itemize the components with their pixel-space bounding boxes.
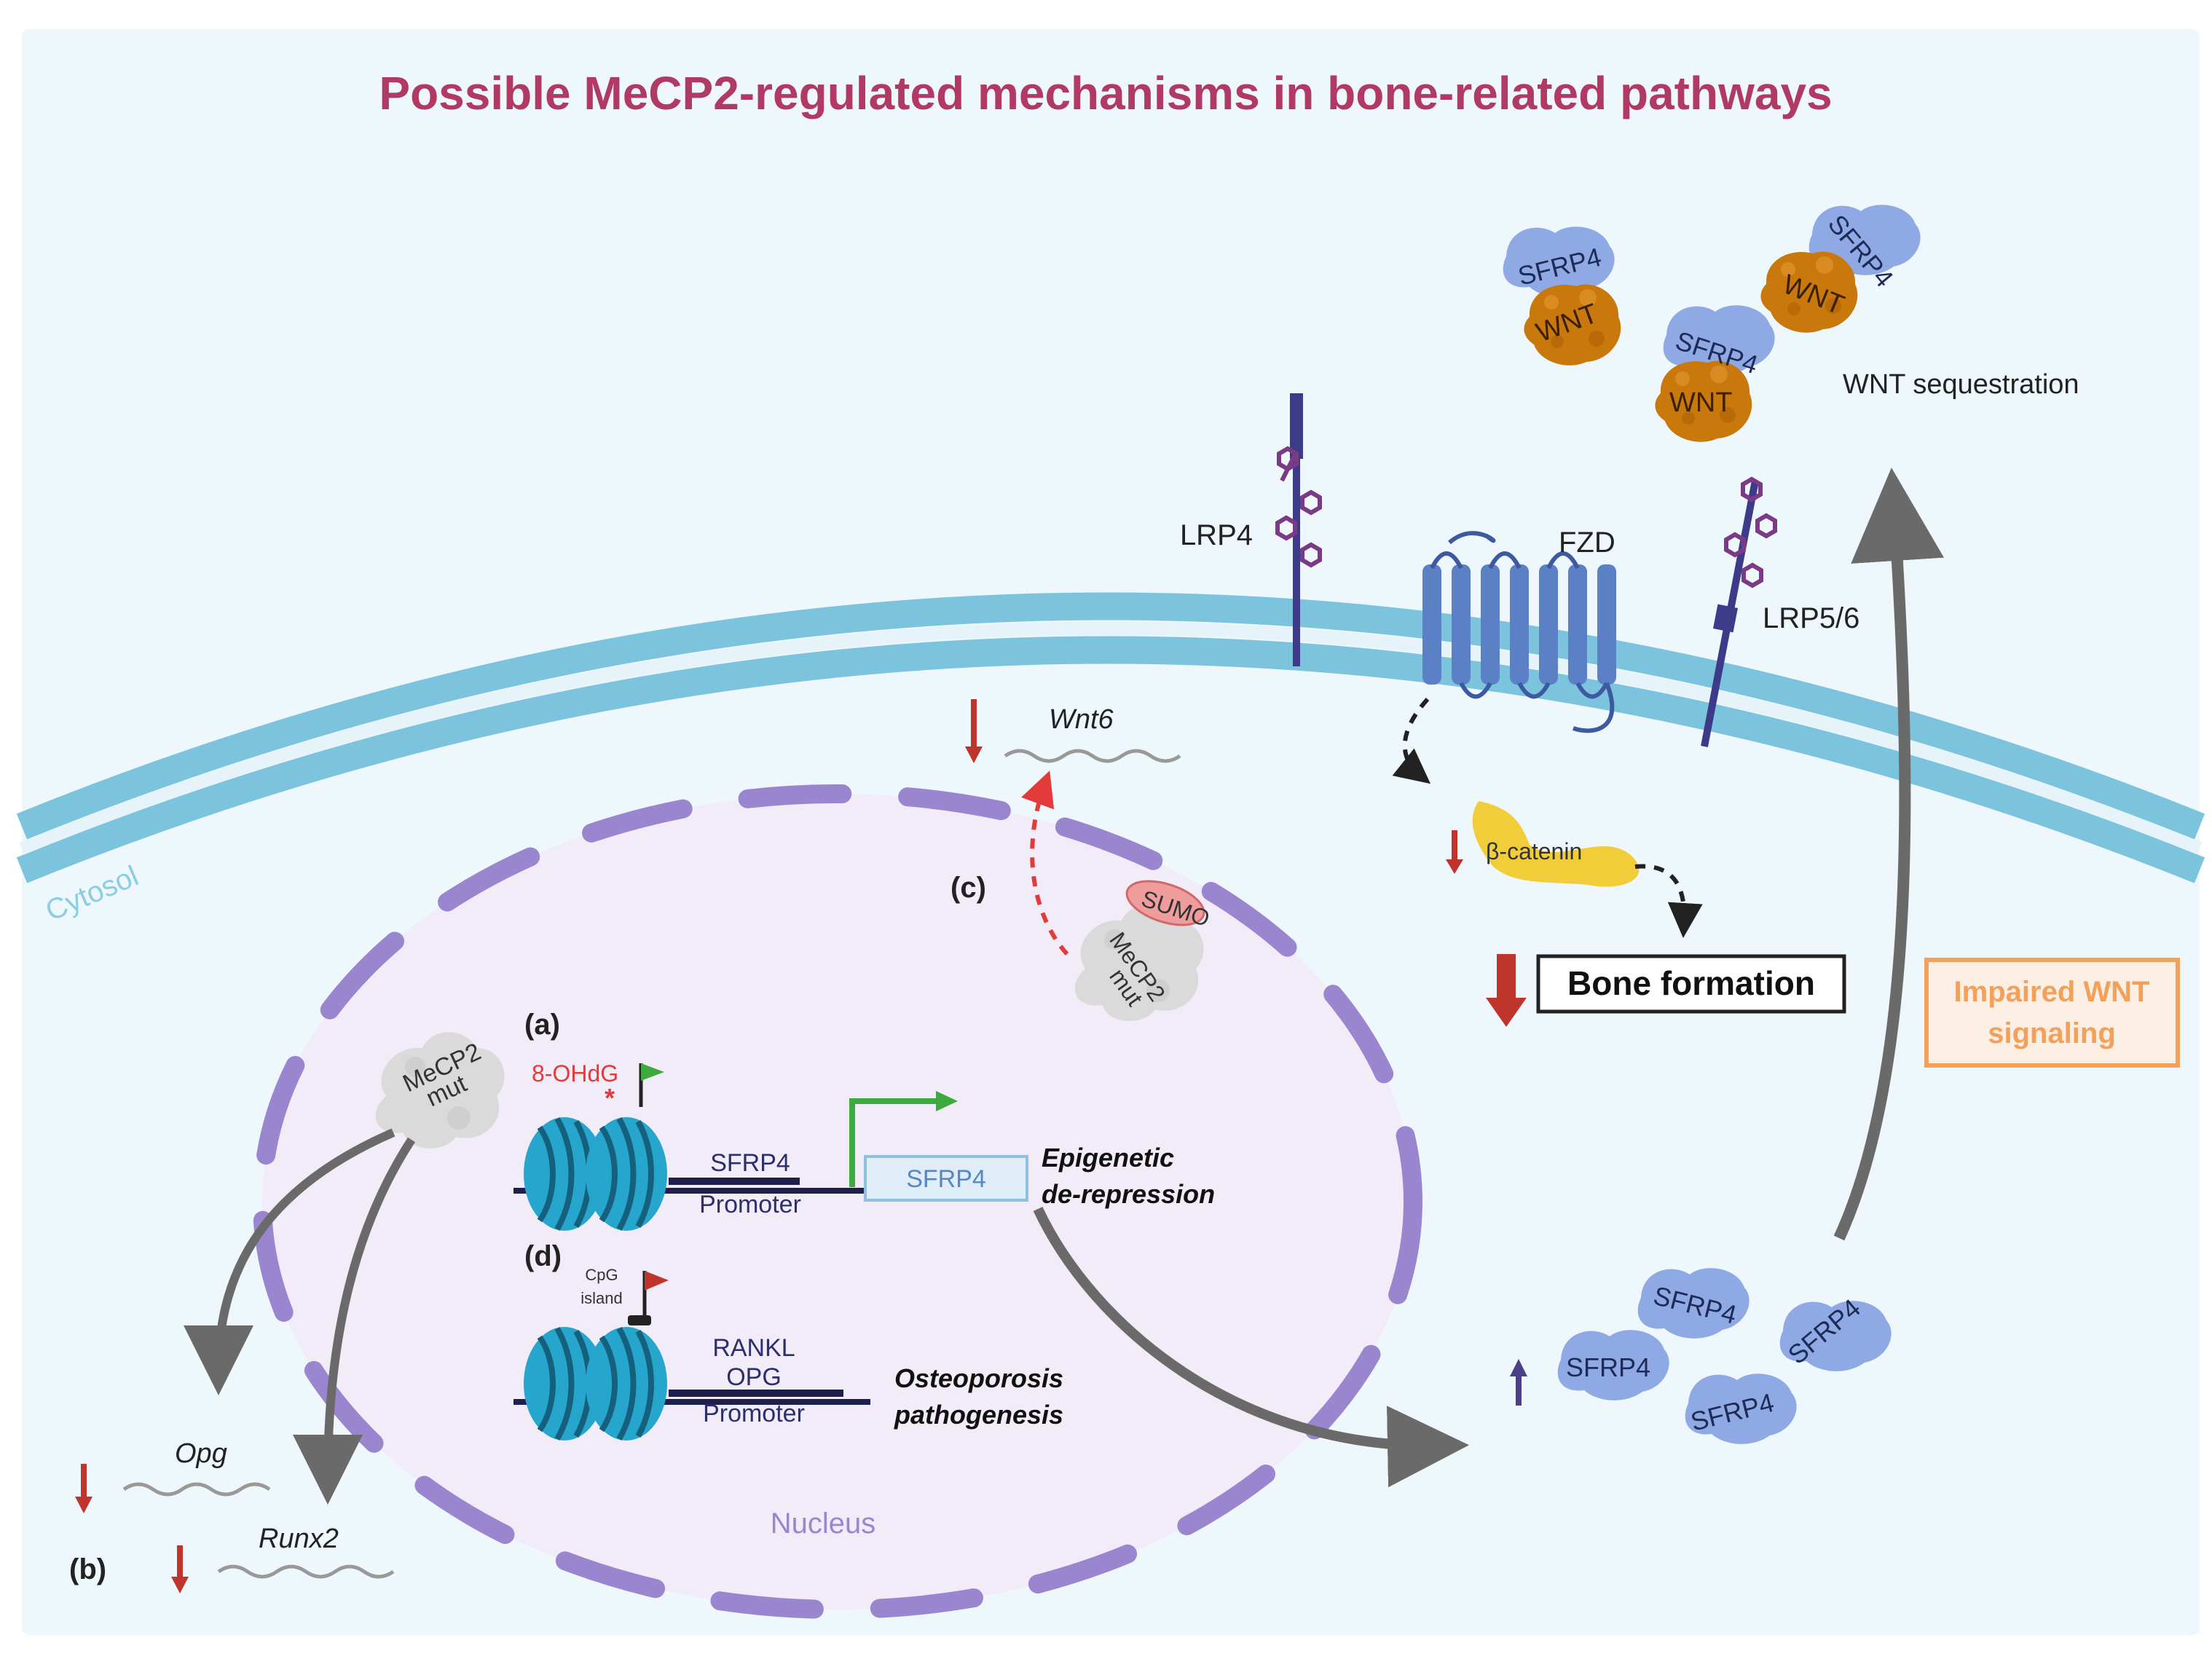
a-label: (a) [524,1009,560,1041]
beta-catenin-shape [1472,801,1640,887]
a-sfrp4-transcript: SFRP4 [906,1165,986,1193]
opg-mrna [122,1482,271,1497]
free-sfrp4-label-1: SFRP4 [1566,1352,1650,1382]
bone-formation-box [1536,954,1846,1014]
wnt6-label: Wnt6 [1049,704,1114,735]
wnt6-down-arrow [965,699,983,763]
membrane-core [19,621,2203,855]
a-tss-arrow [849,1091,958,1187]
a-sfrp4-transcript-box [864,1155,1028,1202]
wnt6-mrna [1004,749,1181,763]
a-8ohdg-label: 8-OHdG [532,1060,618,1087]
c-label: (c) [950,872,986,904]
mecp2-to-runx2-arrow [293,1137,416,1505]
lrp56-label: LRP5/6 [1763,602,1859,634]
runx2-mrna [217,1564,395,1579]
d-effect-line1: Osteoporosis [894,1363,1063,1393]
b-label: (b) [69,1553,106,1585]
a-green-flag-icon [639,1063,664,1107]
runx2-down-arrow [171,1545,189,1593]
d-promoter-word: Promoter [703,1400,805,1427]
sfrp4-to-sequestration-arrow [1833,468,1945,1241]
bone-formation-label: Bone formation [1567,964,1815,1002]
opg-label: Opg [175,1438,227,1469]
sfrp4-up-arrow [1510,1359,1527,1406]
a-promoter-bar [669,1178,800,1185]
impaired-wnt-box [1924,958,2180,1068]
runx2-label: Runx2 [259,1524,339,1554]
impaired-wnt-line2: signaling [1988,1017,2116,1049]
d-red-flag-icon [642,1271,669,1317]
fzd-receptor [1422,531,1616,733]
cell-membrane-outer [16,592,2205,840]
beta-catenin-label: β-catenin [1486,838,1582,864]
d-methyl-cap [628,1315,651,1325]
cell-membrane-inner [16,636,2205,883]
lrp4-receptor [1278,393,1320,666]
d-gene1: RANKL [712,1334,795,1362]
d-nucleosome-2 [586,1327,667,1441]
nucleus-label: Nucleus [771,1508,876,1540]
d-effect-line2: pathogenesis [894,1400,1063,1430]
nuclear-envelope [253,784,1422,1619]
bone-formation-down-arrow [1486,954,1527,1027]
a-promoter-word: Promoter [699,1191,801,1218]
sfrp4-export-arrow [1033,1207,1469,1488]
complex2-wnt-label: WNT [1669,387,1733,418]
fzd-to-beta-catenin-arrow [1392,697,1431,784]
d-promoter-bar [669,1390,843,1397]
a-promoter-gene: SFRP4 [710,1149,790,1177]
a-nucleosome-2 [586,1117,667,1231]
lrp56-receptor [1701,479,1775,747]
opg-down-arrow [75,1464,93,1513]
beta-catenin-to-bone-arrow [1634,864,1703,938]
d-cpg-line1: CpG [585,1266,618,1284]
c-red-dashed-arrow [1021,771,1069,956]
fzd-label: FZD [1559,527,1615,559]
mecp2-to-opg-arrow [184,1128,395,1395]
impaired-wnt-line1: Impaired WNT [1954,976,2150,1008]
a-star-mark: * [605,1083,615,1113]
a-effect-line2: de-repression [1042,1179,1215,1209]
d-gene2: OPG [726,1363,782,1391]
lrp4-label: LRP4 [1180,519,1253,551]
d-label: (d) [524,1240,562,1272]
d-cpg-line2: island [580,1289,622,1307]
beta-catenin-down-arrow [1446,830,1463,874]
wnt-sequestration-label: WNT sequestration [1843,369,2079,400]
sumo-tag [1125,880,1205,926]
figure-title: Possible MeCP2-regulated mechanisms in b… [379,67,1832,119]
a-effect-line1: Epigenetic [1042,1143,1174,1173]
